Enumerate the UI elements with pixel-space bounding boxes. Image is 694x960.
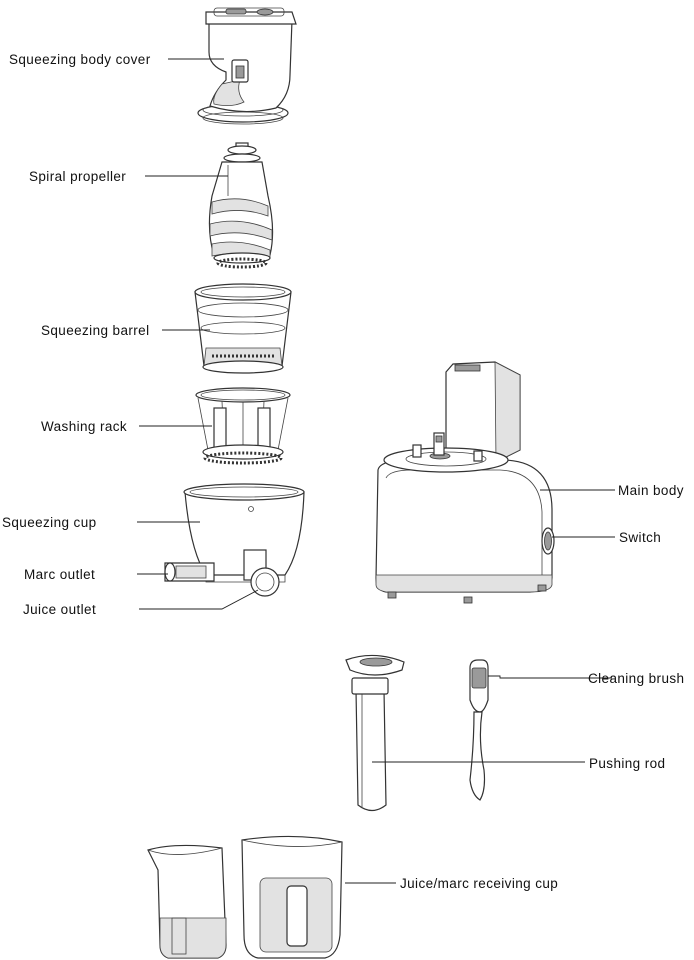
label-squeezing-body-cover: Squeezing body cover <box>9 52 151 67</box>
washing-rack-drawing <box>195 387 291 465</box>
squeezing-barrel-drawing <box>194 283 292 374</box>
label-juice-outlet: Juice outlet <box>23 602 96 617</box>
squeezing-body-cover-drawing <box>197 7 297 125</box>
cleaning-brush-drawing <box>469 659 489 801</box>
label-main-body: Main body <box>618 483 684 498</box>
label-receiving-cup: Juice/marc receiving cup <box>400 876 558 891</box>
label-washing-rack: Washing rack <box>41 419 127 434</box>
squeezing-cup-drawing <box>164 483 305 597</box>
leader-lines <box>137 58 615 884</box>
label-squeezing-barrel: Squeezing barrel <box>41 323 149 338</box>
pushing-rod-drawing <box>345 654 405 812</box>
label-marc-outlet: Marc outlet <box>24 567 95 582</box>
spiral-propeller-drawing <box>208 142 274 269</box>
label-cleaning-brush: Cleaning brush <box>588 671 684 686</box>
label-squeezing-cup: Squeezing cup <box>2 515 97 530</box>
main-body-drawing <box>375 361 555 604</box>
label-pushing-rod: Pushing rod <box>589 756 665 771</box>
label-spiral-propeller: Spiral propeller <box>29 169 126 184</box>
receiving-cups-drawing <box>147 835 343 959</box>
label-switch: Switch <box>619 530 661 545</box>
